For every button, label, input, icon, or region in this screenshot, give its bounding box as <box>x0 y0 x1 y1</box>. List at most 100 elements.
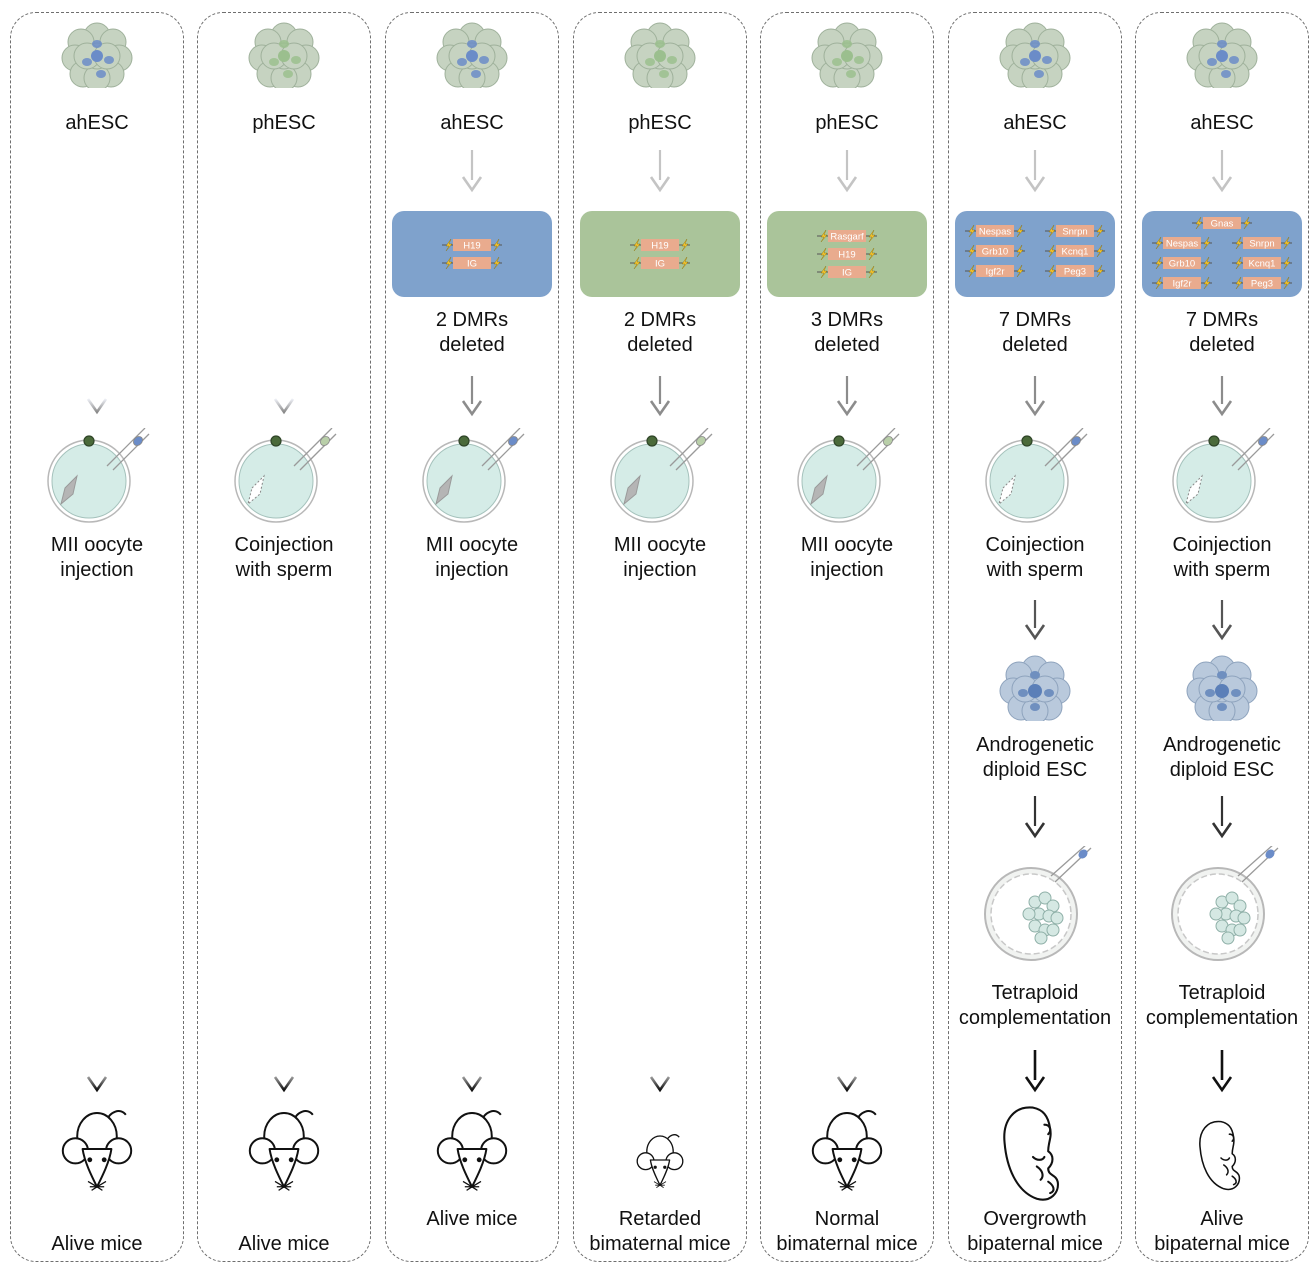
dmr-gene-rasgarf: Rasgarf <box>817 229 877 243</box>
ahESC-colony-icon <box>999 22 1071 88</box>
dmr-count-label: 2 DMRs deleted <box>623 309 697 356</box>
arrow-to-oocyte <box>649 376 671 417</box>
svg-text:IG: IG <box>655 259 665 270</box>
svg-text:Snrpn: Snrpn <box>1249 239 1274 250</box>
arrow-to-oocyte <box>836 376 858 417</box>
cell-line-label: ahESC <box>1003 112 1067 134</box>
phESC-colony-icon <box>248 22 320 88</box>
arrow-to-diploid-esc <box>1024 600 1046 641</box>
complementation-label: Tetraploid complementation <box>958 982 1112 1029</box>
oocyte-injection-icon <box>1172 428 1275 523</box>
oocyte-injection-icon <box>610 428 713 523</box>
svg-text:Nespas: Nespas <box>979 227 1011 238</box>
dmr-gene-h19: H19 <box>630 238 690 252</box>
dmr-gene-h19: H19 <box>817 247 877 261</box>
tetraploid-blastocyst-icon <box>1171 846 1279 961</box>
svg-text:Gnas: Gnas <box>1211 219 1234 230</box>
androgenetic-esc-colony-icon <box>1186 655 1258 721</box>
dmr-gene-ig: IG <box>442 256 502 270</box>
cell-line-label: ahESC <box>1190 112 1254 134</box>
cell-line-label: ahESC <box>440 112 504 134</box>
outcome-label: Overgrowth bipaternal mice <box>967 1208 1103 1255</box>
dmr-gene-h19: H19 <box>442 238 502 252</box>
dmr-gene-peg3: Peg3 <box>1045 264 1105 278</box>
outcome-label: Alive bipaternal mice <box>1154 1208 1290 1255</box>
dmr-gene-nespas: Nespas <box>965 224 1025 238</box>
cell-line-label: ahESC <box>65 112 129 134</box>
mouse-icon <box>248 1110 320 1191</box>
intermediate-label: Androgenetic diploid ESC <box>1163 734 1281 781</box>
arrow-to-outcome <box>836 600 858 1093</box>
arrow-to-blastocyst <box>1024 796 1046 839</box>
androgenetic-esc-colony-icon <box>999 655 1071 721</box>
manipulation-label: Coinjection with sperm <box>234 534 334 581</box>
dmr-gene-snrpn: Snrpn <box>1045 224 1105 238</box>
arrow-to-blastocyst <box>1211 796 1233 839</box>
dmr-count-label: 7 DMRs deleted <box>998 309 1072 356</box>
dmr-gene-kcnq1: Kcnq1 <box>1045 244 1105 258</box>
svg-text:Peg3: Peg3 <box>1064 267 1086 278</box>
manipulation-label: Coinjection with sperm <box>1172 534 1272 581</box>
arrow-to-outcome <box>461 600 483 1093</box>
arrow-to-oocyte <box>273 150 295 415</box>
outcome-label: Alive mice <box>238 1233 330 1255</box>
cell-line-label: phESC <box>815 112 879 134</box>
dmr-gene-grb10: Grb10 <box>965 244 1025 258</box>
dmr-gene-ig: IG <box>630 256 690 270</box>
dmr-count-label: 2 DMRs deleted <box>435 309 509 356</box>
dmr-gene-ig: IG <box>817 265 877 279</box>
column-4 <box>573 12 747 1262</box>
outcome-label: Alive mice <box>51 1233 143 1255</box>
svg-text:Kcnq1: Kcnq1 <box>1062 247 1089 258</box>
embryo-large-icon <box>1003 1106 1060 1201</box>
intermediate-label: Androgenetic diploid ESC <box>976 734 1094 781</box>
column-3 <box>385 12 559 1262</box>
arrow-to-oocyte <box>461 376 483 417</box>
arrow-to-outcome <box>86 600 108 1093</box>
arrow-to-dmr-box <box>461 150 483 193</box>
column-1 <box>10 12 184 1262</box>
svg-text:Grb10: Grb10 <box>982 247 1008 258</box>
oocyte-injection-icon <box>985 428 1088 523</box>
arrow-to-oocyte <box>86 150 108 415</box>
arrow-to-oocyte <box>1211 376 1233 417</box>
arrow-to-dmr-box <box>1211 150 1233 193</box>
svg-text:IG: IG <box>842 268 852 279</box>
arrow-to-outcome <box>273 600 295 1093</box>
ahESC-colony-icon <box>436 22 508 88</box>
cell-line-label: phESC <box>628 112 692 134</box>
dmr-gene-kcnq1: Kcnq1 <box>1232 256 1292 270</box>
ahESC-colony-icon <box>1186 22 1258 88</box>
svg-text:Kcnq1: Kcnq1 <box>1249 259 1276 270</box>
oocyte-injection-icon <box>47 428 150 523</box>
outcome-label: Normal bimaternal mice <box>776 1208 918 1255</box>
dmr-count-label: 7 DMRs deleted <box>1185 309 1259 356</box>
manipulation-label: Coinjection with sperm <box>985 534 1085 581</box>
svg-text:H19: H19 <box>463 241 480 252</box>
mouse-icon <box>61 1110 133 1191</box>
embryo-small-icon <box>1198 1120 1240 1191</box>
arrow-to-outcome <box>649 600 671 1093</box>
dmr-count-label: 3 DMRs deleted <box>810 309 884 356</box>
svg-text:Peg3: Peg3 <box>1251 279 1273 290</box>
dmr-gene-snrpn: Snrpn <box>1232 236 1292 250</box>
manipulation-label: MII oocyte injection <box>425 534 519 581</box>
complementation-label: Tetraploid complementation <box>1145 982 1299 1029</box>
manipulation-label: MII oocyte injection <box>50 534 144 581</box>
column-6 <box>948 12 1122 1262</box>
svg-text:H19: H19 <box>838 250 855 261</box>
dmr-gene-nespas: Nespas <box>1152 236 1212 250</box>
dmr-gene-gnas: Gnas <box>1192 216 1252 230</box>
mouse-icon <box>436 1110 508 1191</box>
mouse-icon <box>811 1110 883 1191</box>
outcome-label: Alive mice <box>426 1208 518 1230</box>
arrow-to-dmr-box <box>836 150 858 193</box>
svg-text:Nespas: Nespas <box>1166 239 1198 250</box>
arrow-to-dmr-box <box>1024 150 1046 193</box>
